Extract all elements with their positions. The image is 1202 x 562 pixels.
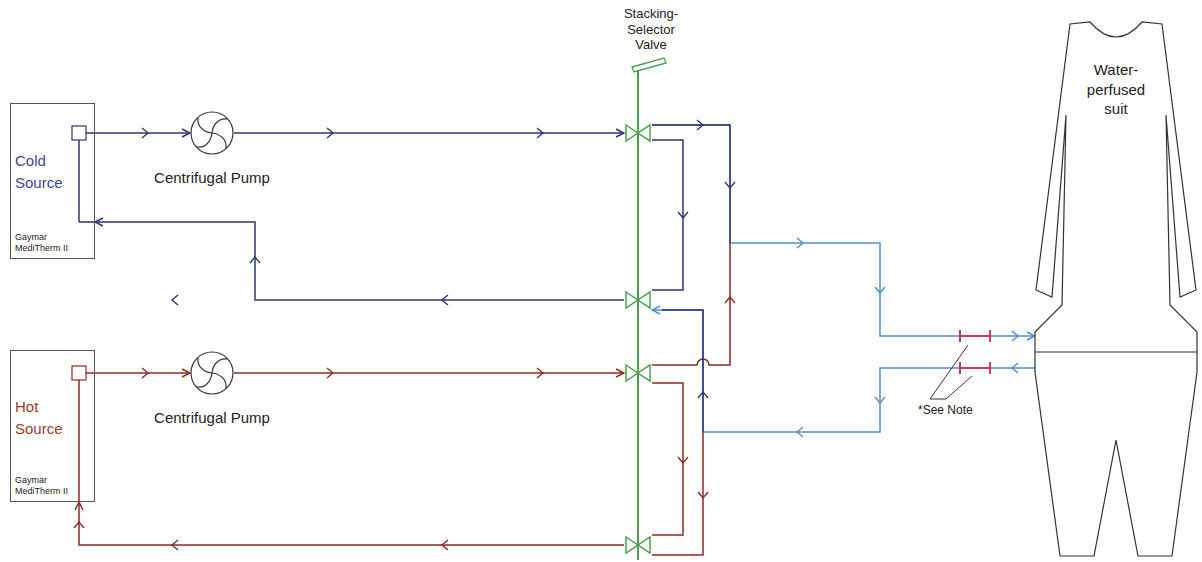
outlet-pipe — [86, 372, 94, 374]
impeller-blade — [212, 133, 226, 148]
valve-stem — [637, 70, 639, 560]
suit-waist-line — [1035, 351, 1197, 352]
pipe-connector — [652, 125, 1035, 336]
flow-chevrons — [74, 120, 1018, 550]
cold-manifold-pipe — [652, 125, 730, 243]
quick-couplings — [960, 330, 990, 374]
supply-coupling — [960, 330, 990, 342]
pipe-connector — [234, 132, 624, 134]
source-label: Hot Source — [15, 396, 71, 440]
impeller-blade — [212, 119, 227, 133]
hot-return-pipe — [652, 432, 703, 555]
note-holder: *See Note — [918, 403, 973, 417]
inlet-pipe — [79, 221, 94, 223]
valve-body — [626, 125, 650, 141]
note-leader — [930, 345, 972, 399]
pump-casing — [191, 112, 233, 154]
suit-flow-chevrons — [797, 238, 1018, 437]
centrifugal-pump: Centrifugal Pump — [190, 351, 234, 395]
pipe-connector — [95, 372, 190, 374]
inlet-pipe — [78, 140, 80, 222]
pump-symbol — [190, 111, 234, 155]
manifold-piping — [652, 125, 730, 555]
return-coupling — [960, 362, 990, 374]
outlet-pipe — [86, 132, 94, 134]
impeller-blade — [197, 373, 212, 387]
impeller-blade — [198, 358, 212, 373]
source-label: Cold Source — [15, 150, 71, 194]
cold-flow-chevrons — [142, 120, 735, 398]
pipe-connector — [79, 502, 624, 545]
impeller-blade — [197, 133, 212, 147]
cold-bypass-pipe — [652, 140, 683, 290]
outlet-port — [72, 366, 86, 380]
pipe-connector — [95, 222, 624, 300]
valve-body — [626, 292, 650, 308]
hot-manifold-pipe — [652, 243, 730, 365]
pump-casing — [191, 352, 233, 394]
water-perfused-suit: Water-perfused suit — [1035, 18, 1197, 562]
cold-return-pipe — [662, 310, 703, 432]
inlet-pipe — [78, 380, 80, 501]
hot-source-box: Hot SourceGaymar MediTherm II — [10, 350, 95, 502]
pipe-connector — [95, 132, 190, 134]
valve-symbol — [624, 58, 652, 562]
hot-bypass-pipe — [652, 383, 683, 535]
impeller-blade — [212, 359, 227, 373]
valve-body — [626, 537, 650, 553]
impeller-blade — [212, 373, 226, 388]
pump-label: Centrifugal Pump — [154, 409, 270, 427]
pipe-connector — [652, 310, 1035, 432]
valve-handle — [632, 58, 666, 72]
hot-flow-chevrons — [74, 297, 735, 550]
pipe-connector — [234, 372, 624, 374]
selector-valve: Stacking-Selector Valve — [624, 58, 652, 562]
pump-symbol — [190, 351, 234, 395]
pump-label: Centrifugal Pump — [154, 169, 270, 187]
cold-source-box: Cold SourceGaymar MediTherm II — [10, 103, 95, 259]
valve-label: Stacking-Selector Valve — [615, 6, 687, 53]
impeller-blade — [198, 118, 212, 133]
device-label: Gaymar MediTherm II — [15, 232, 71, 254]
device-label: Gaymar MediTherm II — [15, 475, 71, 497]
suit-body — [1035, 22, 1197, 556]
outlet-port — [72, 126, 86, 140]
valve-body — [626, 365, 650, 381]
suit-label: Water-perfused suit — [1083, 60, 1149, 119]
centrifugal-pump: Centrifugal Pump — [190, 111, 234, 155]
note-label: *See Note — [918, 403, 973, 417]
suit-outline — [1035, 18, 1197, 562]
